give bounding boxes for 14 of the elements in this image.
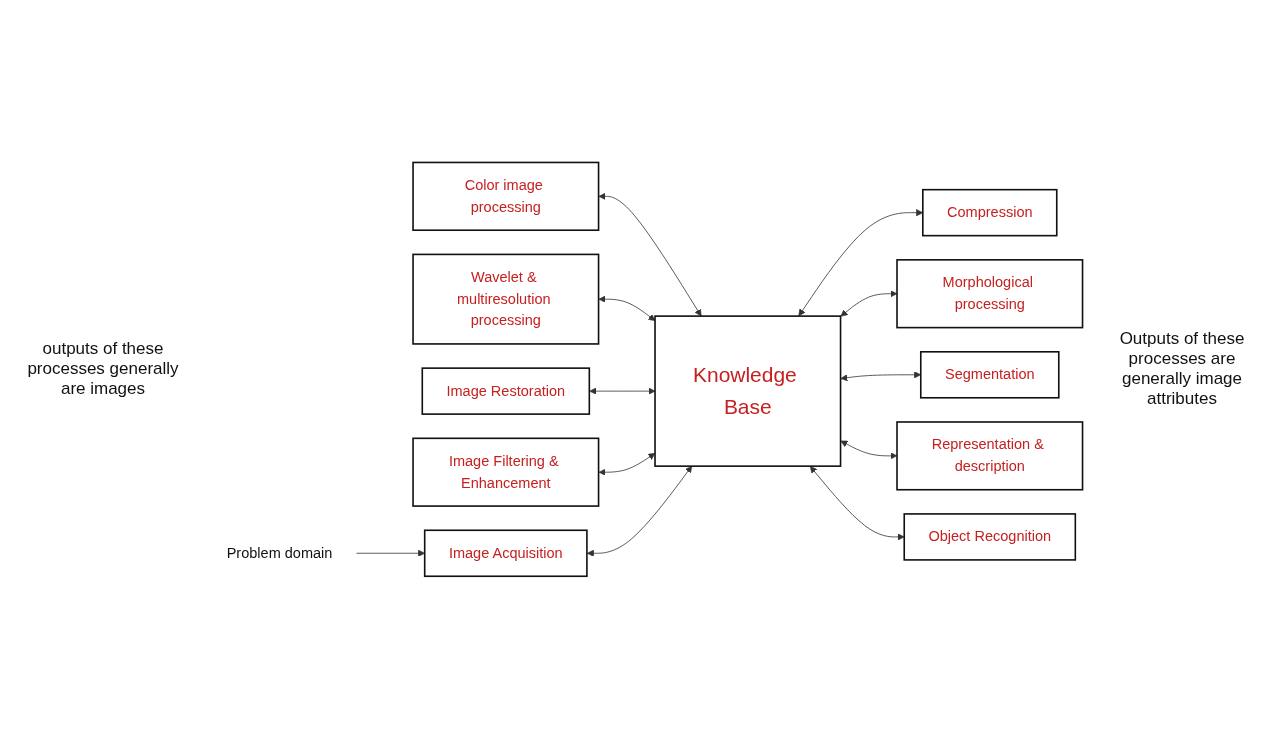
- node-box: Compression: [922, 188, 1058, 237]
- node-box: Image Acquisition: [423, 529, 588, 577]
- annotation-note: outputs of these processes generally are images: [26, 339, 180, 399]
- node-box: Segmentation: [919, 350, 1060, 399]
- node-box: Morphological processing: [896, 258, 1084, 329]
- node-box: Image Restoration: [421, 366, 591, 415]
- node-box: Image Filtering & Enhancement: [412, 437, 600, 507]
- annotation-note: Outputs of these processes are generally image attributes: [1118, 329, 1246, 409]
- node-box: Knowledge Base: [654, 314, 842, 467]
- node-text: Problem domain: [226, 544, 333, 561]
- node-box: Wavelet & multiresolution processing: [412, 253, 600, 345]
- node-box: Color image processing: [412, 161, 600, 231]
- node-box: Representation & description: [896, 420, 1084, 491]
- node-box: Object Recognition: [903, 512, 1077, 561]
